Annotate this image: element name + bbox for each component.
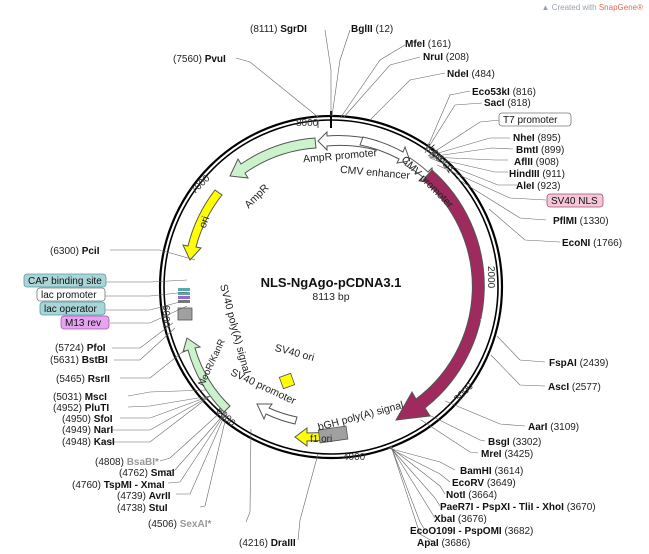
- site-noti[interactable]: NotI (3664): [446, 490, 497, 501]
- boxed-labels: T7 promoter SV40 NLS CAP binding site la…: [23, 112, 604, 330]
- cap-binding-site-tag[interactable]: CAP binding site: [23, 273, 107, 288]
- site-pluti[interactable]: (4952) PluTI: [53, 403, 109, 414]
- site-econi[interactable]: EcoNI (1766): [562, 238, 622, 249]
- lac-marker-4: [178, 300, 190, 303]
- site-xhoi-group[interactable]: PaeR7I - PspXI - TliI - XhoI (3670): [440, 502, 596, 513]
- site-fspai[interactable]: FspAI (2439): [549, 358, 608, 369]
- site-avrii[interactable]: (4739) AvrII: [117, 491, 171, 502]
- tick-6000: 6000: [160, 305, 171, 328]
- gray-box-left[interactable]: [177, 307, 193, 321]
- snapgene-credit: ▲ Created with SnapGene®: [542, 3, 643, 12]
- site-bmti[interactable]: BmtI (899): [516, 145, 564, 156]
- lac-operator-tag[interactable]: lac operator: [39, 301, 106, 316]
- site-mrei[interactable]: MreI (3425): [481, 449, 533, 460]
- lac-marker-1: [178, 288, 190, 291]
- site-nhei[interactable]: NheI (895): [513, 133, 561, 144]
- ampr-label: AmpR: [242, 182, 271, 211]
- site-pvui[interactable]: (7560) PvuI: [173, 54, 226, 65]
- lac-promoter-tag[interactable]: lac promoter: [36, 287, 106, 302]
- site-pflmi[interactable]: PflMI (1330): [553, 216, 609, 227]
- site-psp-omi[interactable]: EcoO109I - PspOMI (3682): [410, 526, 533, 537]
- site-aari[interactable]: AarI (3109): [528, 422, 579, 433]
- tick-2000: 2000: [485, 266, 496, 289]
- cmv-enhancer-arrow[interactable]: [359, 136, 411, 164]
- site-sfoi[interactable]: (4950) SfoI: [62, 414, 113, 425]
- m13-rev-tag[interactable]: M13 rev: [60, 315, 110, 330]
- credit-brand: SnapGene®: [598, 3, 643, 12]
- leader-lines: [102, 29, 561, 542]
- site-kasi[interactable]: (4948) KasI: [62, 437, 115, 448]
- site-nari[interactable]: (4949) NarI: [62, 425, 113, 436]
- sv40-nls-tag[interactable]: SV40 NLS: [546, 193, 604, 208]
- site-saci[interactable]: SacI (818): [484, 98, 531, 109]
- site-ecorv[interactable]: EcoRV (3649): [452, 478, 516, 489]
- svg-text:T7 promoter: T7 promoter: [503, 115, 558, 126]
- tick-4000: 4000: [343, 452, 366, 463]
- site-labels: (8111) SgrDI BglII (12) MfeI (161) NruI …: [50, 24, 622, 549]
- svg-text:lac promoter: lac promoter: [41, 290, 97, 301]
- ori-label: ori: [197, 215, 212, 230]
- site-bglii[interactable]: BglII (12): [351, 24, 393, 35]
- ori-arrow[interactable]: [182, 189, 223, 261]
- t7-promoter-tag[interactable]: T7 promoter: [498, 112, 572, 127]
- plasmid-length: 8113 bp: [312, 291, 349, 303]
- site-draiii[interactable]: (4216) DraIII: [239, 538, 296, 549]
- site-aflii[interactable]: AflII (908): [514, 157, 559, 168]
- site-nrui[interactable]: NruI (208): [423, 52, 469, 63]
- neor-kanr-label: NeoR/KanR: [196, 337, 227, 388]
- cmv-enhancer-label: CMV enhancer: [340, 164, 411, 182]
- tick-7000: 7000: [189, 173, 213, 197]
- site-stui[interactable]: (4738) StuI: [117, 503, 168, 514]
- sv40-ori-label: SV40 ori: [274, 342, 316, 364]
- bgh-polya-box[interactable]: [317, 425, 349, 444]
- tick-8000: 8000: [296, 118, 319, 129]
- site-bstbi[interactable]: (5631) BstBI: [50, 355, 108, 366]
- site-msci[interactable]: (5031) MscI: [53, 392, 107, 403]
- site-sexai[interactable]: (4506) SexAI*: [148, 519, 211, 530]
- snapgene-icon: ▲: [541, 3, 550, 12]
- site-pcii[interactable]: (6300) PciI: [50, 246, 100, 257]
- site-smai[interactable]: (4762) SmaI: [119, 468, 175, 479]
- sv40-ori-box[interactable]: [278, 372, 296, 390]
- svg-text:lac operator: lac operator: [44, 304, 97, 315]
- sv40-polya-label: SV40 poly(A) signal: [217, 283, 252, 375]
- lac-marker-2: [178, 292, 190, 295]
- lac-marker-3: [178, 296, 190, 299]
- site-sgrdi[interactable]: (8111) SgrDI: [250, 24, 307, 35]
- site-xbai[interactable]: XbaI (3676): [434, 514, 487, 525]
- site-pfoi[interactable]: (5724) PfoI: [55, 343, 106, 354]
- features: [177, 130, 485, 447]
- site-apai[interactable]: ApaI (3686): [417, 538, 470, 549]
- site-ndei[interactable]: NdeI (484): [447, 69, 495, 80]
- site-mfei[interactable]: MfeI (161): [405, 39, 451, 50]
- ngago-arrow[interactable]: [395, 169, 485, 421]
- ampr-arrow[interactable]: [229, 137, 317, 179]
- credit-prefix: Created with: [551, 3, 597, 12]
- f1-ori-label: f1 ori: [310, 434, 332, 445]
- site-hindiii[interactable]: HindIII (911): [509, 169, 565, 180]
- site-eco53ki[interactable]: Eco53kI (816): [472, 87, 536, 98]
- svg-text:SV40 NLS: SV40 NLS: [551, 196, 598, 207]
- plasmid-name: NLS-NgAgo-pCDNA3.1: [261, 275, 402, 290]
- svg-text:M13 rev: M13 rev: [65, 318, 101, 329]
- site-alei[interactable]: AleI (923): [516, 181, 560, 192]
- site-bsgi[interactable]: BsgI (3302): [488, 437, 541, 448]
- site-bamhi[interactable]: BamHI (3614): [460, 466, 523, 477]
- site-rsrii[interactable]: (5465) RsrII: [56, 374, 110, 385]
- sv40-promoter-arrow[interactable]: [256, 403, 298, 425]
- ampr-promoter-label: AmpR promoter: [303, 147, 378, 165]
- svg-text:CAP binding site: CAP binding site: [28, 276, 102, 287]
- site-tspmi-xmai[interactable]: (4760) TspMI - XmaI: [72, 480, 165, 491]
- site-bsabi[interactable]: (4808) BsaBI*: [95, 457, 159, 468]
- site-asci[interactable]: AscI (2577): [548, 382, 601, 393]
- bgh-polya-label: bGH poly(A) signal: [317, 399, 405, 433]
